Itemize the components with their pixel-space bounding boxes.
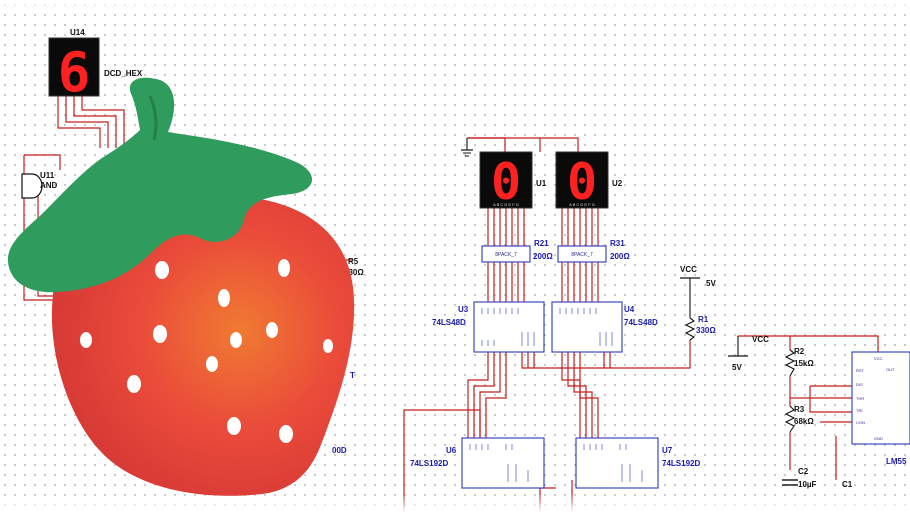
bottom-fade (0, 494, 910, 512)
timer-pin-left-4: CON (856, 420, 865, 425)
resistor-r2-ref: R2 (794, 347, 805, 356)
decoder-u3-ref: U3 (458, 305, 469, 314)
resistor-pack-r21-ref: R21 (534, 239, 549, 248)
partial-label-t: T (350, 371, 355, 380)
counter-u7-model: 74LS192D (662, 459, 700, 468)
vcc-supply-main[interactable]: VCC 5V (680, 265, 716, 288)
decoder-u3-pin-marks (481, 308, 535, 346)
gate-u11-model: AND (40, 181, 58, 190)
display-u14-model: DCD_HEX (104, 69, 143, 78)
vcc-timer-voltage: 5V (732, 363, 742, 372)
strawberry-leaves (7, 77, 313, 293)
resistor-r3-ref: R3 (794, 405, 805, 414)
seven-segment-display-u2[interactable]: 0 A B C D E F G U2 (555, 151, 623, 211)
timer-chip-lm555[interactable]: VCC OUT RST DIS THR TRI CON GND LM55 (851, 351, 910, 466)
wires-timer (737, 335, 879, 480)
resistor-pack-r31-value: 200Ω (610, 252, 630, 261)
display-u2-digit: 0 (567, 153, 597, 211)
timer-pin-left-3: TRI (856, 408, 862, 413)
resistor-pack-r31-ref: R31 (610, 239, 625, 248)
display-u1-digit: 0 (491, 153, 521, 211)
display-u1-ref: U1 (536, 179, 547, 188)
resistor-r2-value: 15kΩ (794, 359, 814, 368)
display-u2-ref: U2 (612, 179, 623, 188)
decoder-u4-model: 74LS48D (624, 318, 658, 327)
seven-segment-display-u14[interactable]: U14 6 DCD_HEX (48, 28, 143, 104)
display-u2-pins: A B C D E F G (569, 202, 595, 207)
capacitor-c2-value: 10µF (798, 480, 817, 489)
timer-pin-left-1: DIS (856, 382, 863, 387)
timer-model: LM55 (886, 457, 907, 466)
vcc-supply-timer[interactable]: VCC 5V (728, 335, 769, 372)
top-fade (0, 0, 910, 16)
capacitor-c1[interactable]: C1 (842, 480, 853, 489)
resistor-r3-value: 68kΩ (794, 417, 814, 426)
vcc-timer-label: VCC (752, 335, 769, 344)
counter-u7-ref: U7 (662, 446, 673, 455)
resistor-r5-value: 330Ω (344, 268, 364, 277)
partial-label-00d: 00D (332, 446, 347, 455)
decoder-chip-u3[interactable]: U3 74LS48D (432, 301, 545, 353)
capacitor-c1-ref: C1 (842, 480, 853, 489)
resistor-r1-ref: R1 (698, 315, 709, 324)
strawberry-drawing (7, 77, 355, 496)
resistor-r3[interactable]: R3 68kΩ (784, 405, 814, 433)
display-u14-digit: 6 (58, 41, 91, 104)
seven-segment-display-u1[interactable]: 0 A B C D E F G U1 (479, 151, 547, 211)
resistor-r5[interactable]: R5 330Ω (344, 257, 364, 277)
timer-pin-gnd: GND (874, 436, 883, 441)
counter-chip-u7[interactable]: U7 74LS192D (575, 437, 700, 489)
strawberry-seeds (80, 259, 333, 443)
timer-pin-out: OUT (886, 367, 895, 372)
decoder-u4-ref: U4 (624, 305, 635, 314)
resistor-r2[interactable]: R2 15kΩ (784, 347, 814, 377)
resistor-pack-r21-text: 8PACK_7 (495, 252, 517, 258)
ground-symbol (461, 149, 473, 157)
timer-pin-left-2: THR (856, 396, 864, 401)
resistor-pack-r31-text: 8PACK_7 (571, 252, 593, 258)
counter-u7-pin-marks (583, 444, 643, 482)
counter-u6-model: 74LS192D (410, 459, 448, 468)
resistor-pack-r31[interactable]: 8PACK_7 R31 200Ω (557, 239, 630, 263)
display-u14-ref: U14 (70, 28, 85, 37)
decoder-chip-u4[interactable]: U4 74LS48D (551, 301, 658, 353)
decoder-u4-pin-marks (559, 308, 613, 346)
resistor-pack-r21[interactable]: 8PACK_7 R21 200Ω (481, 239, 553, 263)
counter-chip-u6[interactable]: U6 74LS192D (410, 437, 545, 489)
timer-pin-left-0: RST (856, 368, 865, 373)
vcc-main-voltage: 5V (706, 279, 716, 288)
capacitor-c2[interactable]: C2 10µF (782, 467, 817, 489)
counter-u6-pin-marks (469, 444, 529, 482)
display-u1-pins: A B C D E F G (493, 202, 519, 207)
resistor-r5-ref: R5 (348, 257, 359, 266)
decoder-u3-model: 74LS48D (432, 318, 466, 327)
resistor-pack-r21-value: 200Ω (533, 252, 553, 261)
vcc-main-label: VCC (680, 265, 697, 274)
and-gate-u11[interactable]: U11 AND (21, 171, 58, 199)
gate-u11-ref: U11 (40, 171, 55, 180)
timer-pin-vcc: VCC (874, 356, 883, 361)
resistor-r1[interactable]: R1 330Ω (684, 315, 716, 341)
counter-u6-ref: U6 (446, 446, 457, 455)
capacitor-c2-ref: C2 (798, 467, 809, 476)
resistor-r1-value: 330Ω (696, 326, 716, 335)
